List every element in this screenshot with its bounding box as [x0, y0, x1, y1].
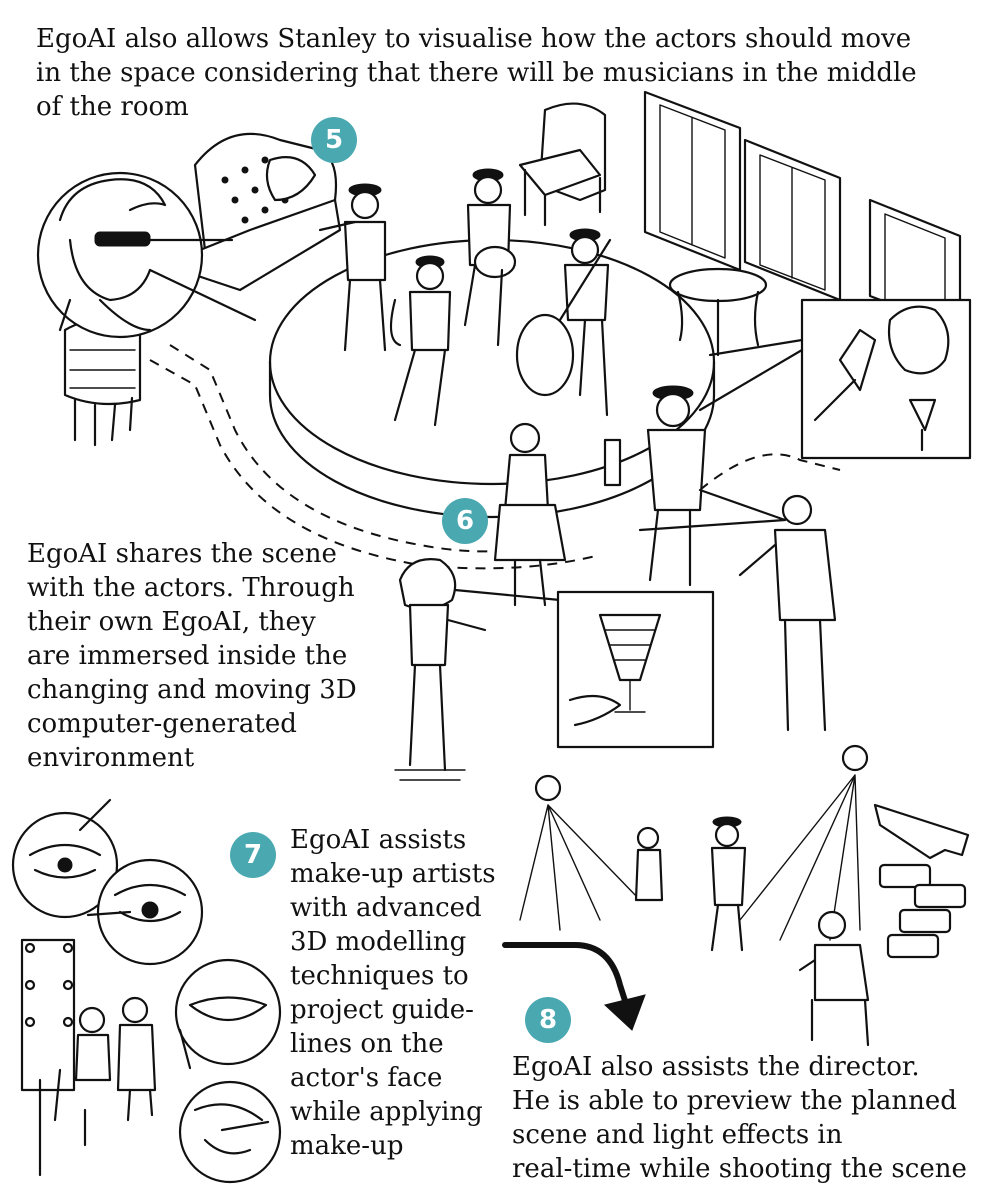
glass-closeup: [556, 590, 715, 749]
movement-path: [149, 344, 841, 570]
intro-caption: EgoAI also allows Stanley to visualise h…: [36, 24, 917, 122]
armchair: [518, 102, 607, 227]
glasses-wearer-closeup: [36, 171, 257, 339]
makeup-station: [20, 938, 157, 1177]
director-preview: [519, 744, 970, 1047]
step-badge-5: 5: [311, 117, 357, 163]
glasses-icon: [873, 803, 970, 860]
observer: [638, 488, 837, 732]
arrow-icon: [502, 942, 646, 1031]
director-caption: EgoAI also assists the director. He is a…: [512, 1052, 967, 1184]
drawer-cabinet: [63, 317, 142, 447]
bottle-closeup: [698, 298, 972, 460]
step-badge-6: 6: [442, 498, 488, 544]
step-badge-8: 8: [525, 997, 571, 1043]
step-badge-7: 7: [230, 832, 276, 878]
actor-couple: [493, 385, 707, 607]
makeup-caption: EgoAI assists make-up artists with advan…: [290, 825, 496, 1161]
curly-actor: [394, 558, 562, 781]
makeup-closeups: [11, 798, 282, 1184]
stage-platform: [268, 238, 716, 519]
side-table: [668, 267, 768, 357]
shares-caption: EgoAI shares the scene with the actors. …: [27, 539, 357, 773]
musicians: [318, 168, 612, 427]
